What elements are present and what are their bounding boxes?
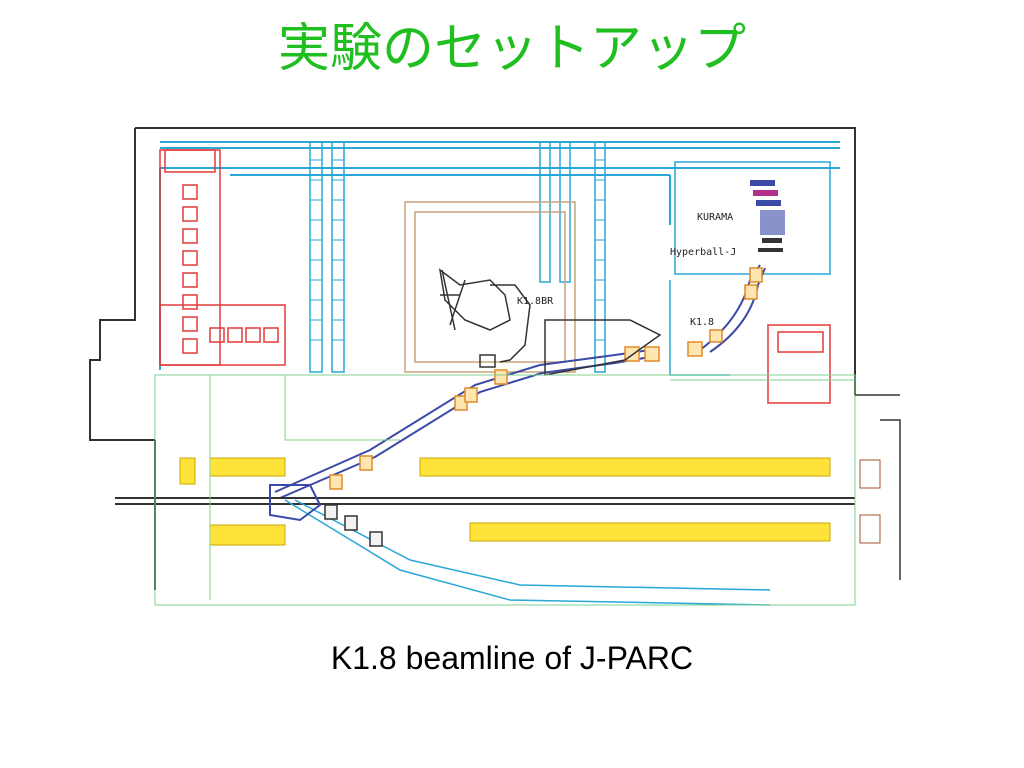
slide-title: 実験のセットアップ [277,19,746,79]
label-kurama: KURAMA [697,212,733,223]
ladder-rungs [310,159,605,341]
hall-outlines [154,374,856,606]
label-k18br: K1.8BR [517,296,554,307]
k18br-magnet [438,268,531,368]
top-corridor [159,141,840,370]
counting-room [159,149,286,366]
lower-magnets [324,504,383,547]
label-k18: K1.8 [690,317,714,328]
right-edge-lines [855,394,901,580]
kurama-magnet [750,180,785,252]
beamline-diagram: K1.8BR KURAMA Hyperball-J K1.8 [89,127,901,606]
right-edge-blocks [859,459,881,544]
k18br-area [404,201,576,373]
label-hyperball: Hyperball-J [670,247,736,258]
cable-ladders [309,141,606,373]
building-walls [89,127,856,590]
right-room [767,324,831,404]
slide-caption: K1.8 beamline of J-PARC [330,640,694,676]
primary-beamline [115,497,855,505]
beamline-magnets [329,267,763,490]
target-station [269,484,322,522]
beam-dump-upper [544,319,662,376]
shielding-blocks [179,457,831,546]
